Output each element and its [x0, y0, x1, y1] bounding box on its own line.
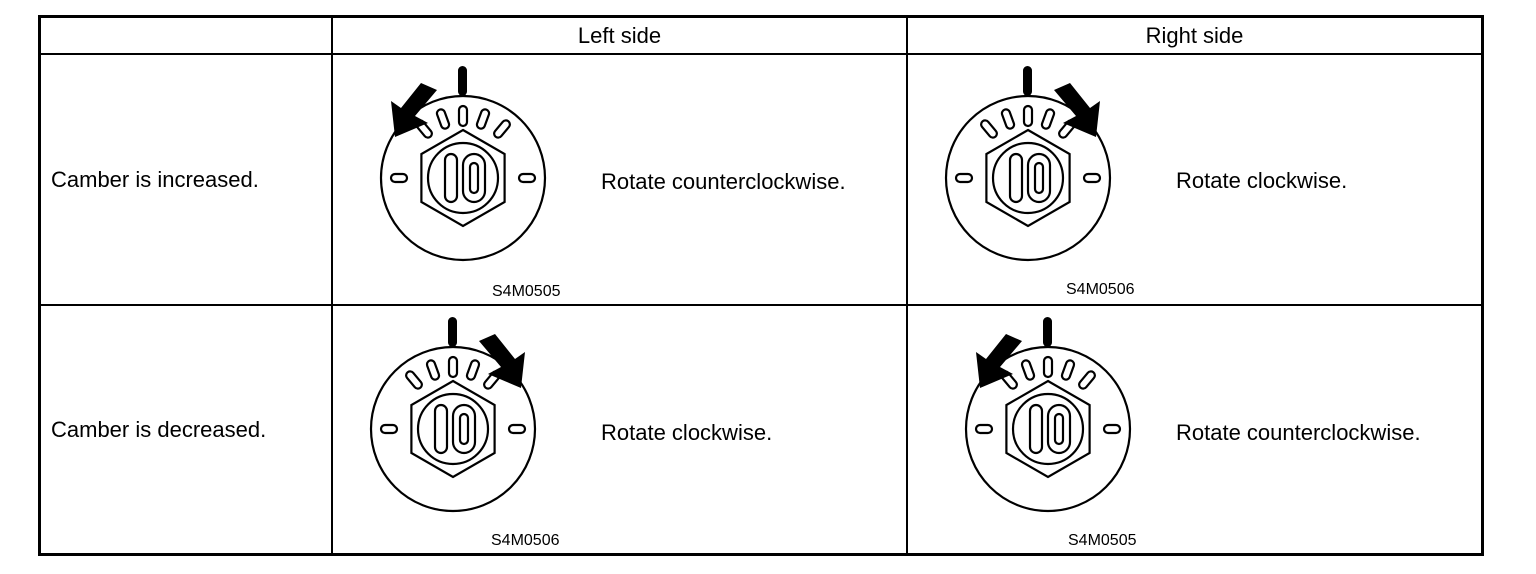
- adjusting-bolt-ccw-icon: [379, 64, 547, 262]
- instruction-text: Rotate clockwise.: [1176, 168, 1348, 193]
- header-left-side: Left side: [333, 18, 908, 55]
- instruction-text: Rotate clockwise.: [601, 420, 773, 445]
- cell-decreased-right: Rotate counterclockwise. S4M0505: [908, 306, 1481, 553]
- instruction-text: Rotate counterclockwise.: [601, 169, 846, 194]
- header-right-side-label: Right side: [1145, 22, 1244, 48]
- figure-code: S4M0505: [492, 283, 561, 300]
- row-label-text: Camber is increased.: [51, 166, 259, 192]
- adjusting-bolt-ccw-icon: [964, 315, 1132, 513]
- instruction-text: Rotate counterclockwise.: [1176, 420, 1421, 445]
- header-left-side-label: Left side: [577, 22, 662, 48]
- figure-code: S4M0505: [1068, 532, 1137, 549]
- row-label-increased: Camber is increased.: [41, 55, 333, 306]
- cell-decreased-left: Rotate clockwise. S4M0506: [333, 306, 908, 553]
- figure-code: S4M0506: [1066, 281, 1135, 298]
- cell-increased-left: Rotate counterclockwise. S4M0505: [333, 55, 908, 306]
- figure-code: S4M0506: [491, 532, 560, 549]
- adjusting-bolt-cw-icon: [944, 64, 1112, 262]
- cell-increased-right: Rotate clockwise. S4M0506: [908, 55, 1481, 306]
- header-empty-cell: [41, 18, 333, 55]
- camber-adjustment-table: Left side Right side Camber is increased…: [38, 15, 1484, 556]
- row-label-decreased: Camber is decreased.: [41, 306, 333, 553]
- adjusting-bolt-cw-icon: [369, 315, 537, 513]
- row-label-text: Camber is decreased.: [51, 416, 267, 442]
- header-right-side: Right side: [908, 18, 1481, 55]
